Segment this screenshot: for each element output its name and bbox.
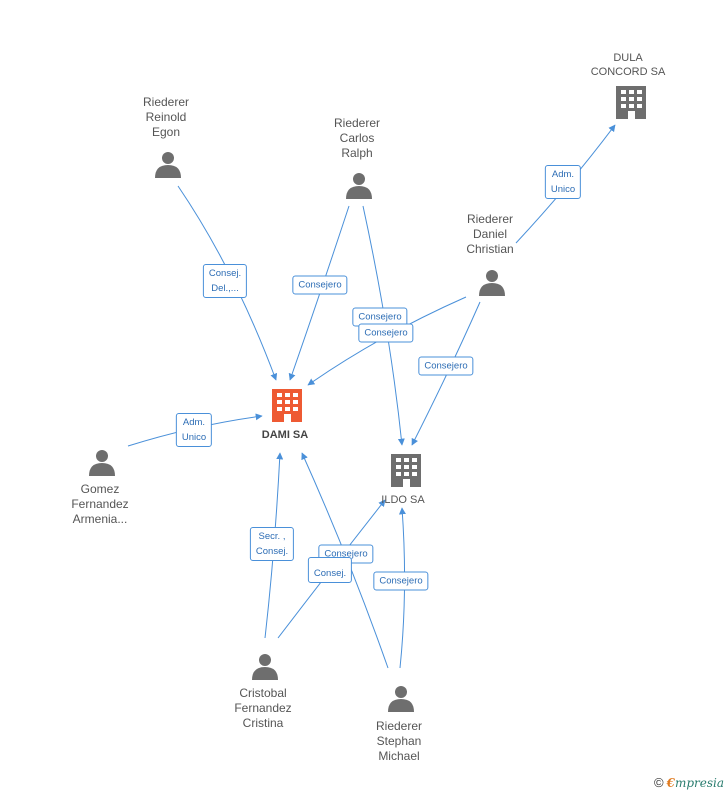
relation-badge[interactable]: Adm. Unico: [175, 413, 213, 447]
copyright-icon: ©: [653, 775, 664, 790]
person-label-cristobal[interactable]: Cristobal Fernandez Cristina: [234, 686, 292, 730]
relation-badge[interactable]: Consejero: [418, 356, 474, 376]
person-label-stephan[interactable]: Riederer Stephan Michael: [375, 719, 423, 763]
building-icon[interactable]: [616, 86, 646, 119]
person-icon[interactable]: [388, 686, 414, 712]
brand-logo[interactable]: €mpresia: [667, 776, 724, 790]
person-icon[interactable]: [252, 654, 278, 680]
person-label-carlos[interactable]: Riederer Carlos Ralph: [333, 116, 381, 160]
edge-carlos-dami: [288, 205, 350, 381]
person-icon[interactable]: [346, 173, 372, 199]
person-label-reinold[interactable]: Riederer Reinold Egon: [142, 95, 190, 139]
relation-badge[interactable]: Secr. , Consej.: [249, 527, 295, 561]
relation-badge[interactable]: Consej.: [307, 557, 353, 583]
building-icon[interactable]: [272, 389, 302, 422]
person-icon[interactable]: [89, 450, 115, 476]
relation-badge[interactable]: Consejero: [373, 571, 429, 591]
footer-brand: ©€mpresia: [654, 775, 724, 790]
relation-badge[interactable]: Consej. Del.,...: [202, 264, 248, 298]
company-label-dami[interactable]: DAMI SA: [261, 429, 309, 441]
person-icon[interactable]: [155, 152, 181, 178]
person-label-daniel[interactable]: Riederer Daniel Christian: [466, 212, 514, 256]
company-label-dula[interactable]: DULA CONCORD SA: [590, 52, 666, 78]
brand-e-glyph: €: [666, 776, 675, 790]
relation-edges: [127, 124, 616, 669]
company-label-ildo[interactable]: ILDO SA: [381, 494, 425, 506]
brand-name: mpresia: [674, 776, 724, 790]
relation-badge[interactable]: Adm. Unico: [544, 165, 582, 199]
person-icon[interactable]: [479, 270, 505, 296]
relation-badge[interactable]: Consejero: [358, 323, 414, 343]
building-icon[interactable]: [391, 454, 421, 487]
person-label-gomez[interactable]: Gomez Fernandez Armenia...: [71, 482, 129, 526]
relation-badge[interactable]: Consejero: [292, 275, 348, 295]
